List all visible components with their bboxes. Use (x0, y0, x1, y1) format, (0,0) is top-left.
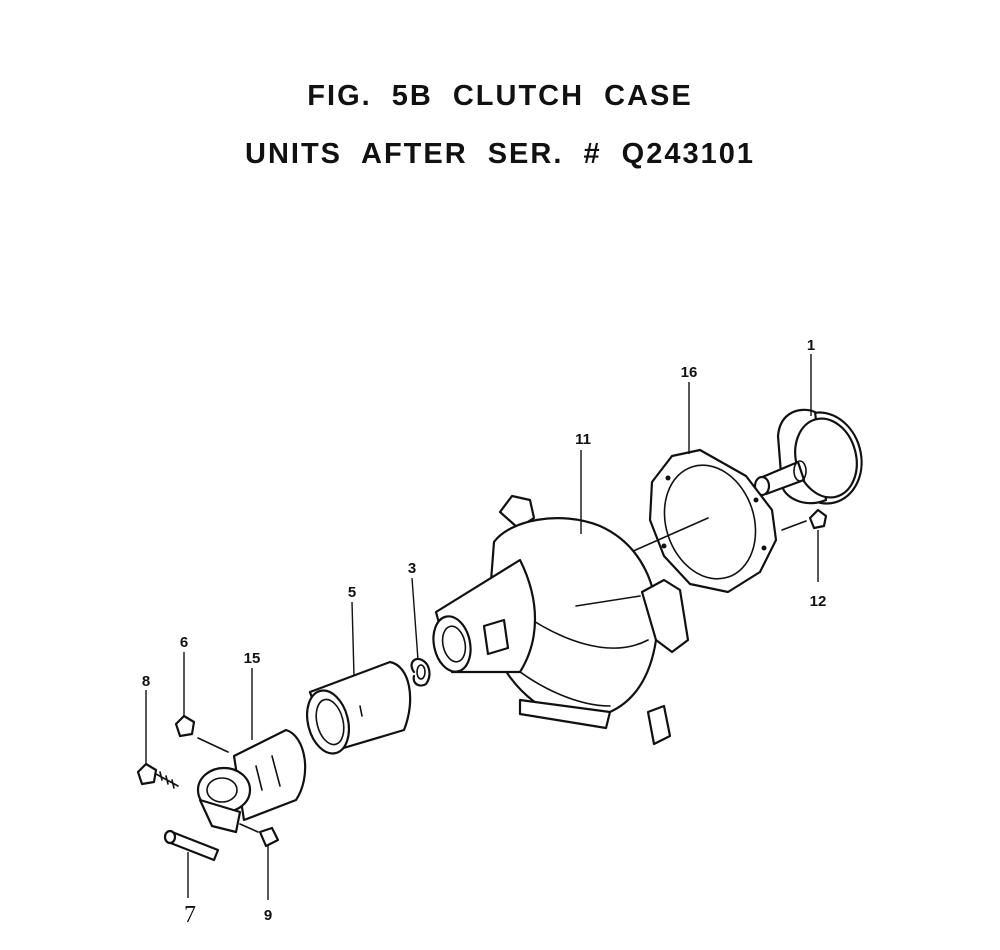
part-8-screw (136, 762, 179, 789)
serial-subtitle: UNITS AFTER SER. # Q243101 (245, 138, 755, 170)
part-6-nut (174, 714, 229, 753)
callout-6: 6 (180, 634, 188, 651)
callout-5: 5 (348, 584, 356, 601)
callout-11: 11 (575, 431, 591, 448)
part-16-gasket (621, 448, 778, 594)
part-5-sleeve (306, 660, 412, 755)
part-7-pin (163, 829, 220, 862)
leader-lines (145, 354, 819, 900)
part-9-clip (239, 823, 280, 848)
callout-7: 7 (184, 902, 196, 928)
callout-12: 12 (810, 593, 827, 610)
part-12-bolt (781, 508, 828, 531)
callout-9: 9 (264, 907, 272, 924)
callout-1: 1 (807, 337, 815, 354)
part-15-bracket (196, 728, 307, 834)
callout-3: 3 (408, 560, 416, 577)
part-1-clutch-drum (753, 408, 863, 505)
figure-title: FIG. 5B CLUTCH CASE (307, 80, 693, 112)
callout-8: 8 (142, 673, 150, 690)
callout-16: 16 (681, 364, 698, 381)
part-11-clutch-case (432, 494, 690, 746)
callout-15: 15 (244, 650, 261, 667)
part-3-snap-ring (410, 657, 431, 687)
